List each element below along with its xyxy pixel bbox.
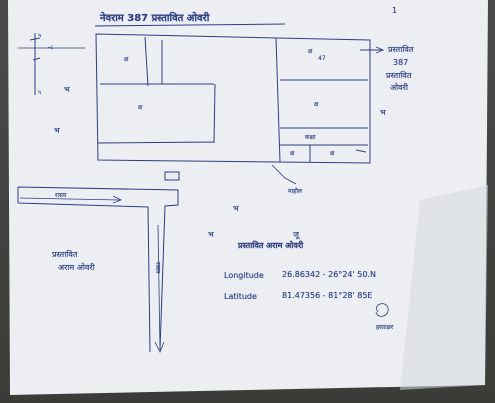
longitude-label: Longitude xyxy=(224,271,264,280)
compound-mark-1: भ xyxy=(64,85,70,94)
center-midline: प्रस्तावित अराम ओवरी xyxy=(238,241,304,250)
main-plot-outline xyxy=(95,33,371,164)
pointer-line xyxy=(271,164,297,185)
left-edge-mark-3: ५ xyxy=(38,89,42,96)
right-mid-label: क्ष xyxy=(314,101,319,108)
lower-left-text-2: अराम ओवरी xyxy=(58,263,95,272)
right-annotation-3: प्रस्तावित xyxy=(386,71,412,80)
large-room-label: क्ष xyxy=(138,104,143,111)
right-bottom-note: कक्षा xyxy=(305,134,316,141)
sketch-title: नेवराम 387 प्रस्तावित ओवरी xyxy=(100,13,210,24)
left-edge-marker xyxy=(29,33,41,95)
lower-left-text-1: प्रस्तावित xyxy=(52,250,78,259)
road-outline xyxy=(17,186,179,353)
vertical-road-label: रास्ता xyxy=(154,262,161,274)
right-bottom-right-label: क्ष xyxy=(330,150,335,157)
left-edge-mark-2: ५ xyxy=(38,32,42,39)
page-mark: 1 xyxy=(392,6,398,15)
paper-shadow xyxy=(400,185,488,390)
right-arrow xyxy=(360,46,385,54)
longitude-value: 26.86342 - 26°24' 50.N xyxy=(282,270,376,279)
right-section xyxy=(275,37,368,163)
right-top-label: क्ष xyxy=(308,48,313,55)
top-center-label: क्ष xyxy=(124,56,129,63)
signature-text: हस्ताक्षर xyxy=(376,324,394,331)
right-annotation-2: 387 xyxy=(393,58,409,67)
latitude-label: Latitude xyxy=(224,292,257,301)
title-underline xyxy=(94,23,286,27)
upper-rooms xyxy=(97,36,216,144)
center-symbol: जू xyxy=(293,230,299,239)
compound-mark-2: भ xyxy=(54,126,60,135)
right-annotation-1: प्रस्तावित xyxy=(388,45,414,54)
right-upper-sub: 47 xyxy=(318,55,326,62)
left-edge-mark-1: -८ xyxy=(48,44,54,51)
road-arrow-label: रास्ता xyxy=(55,192,67,199)
compound-mark-3: भ xyxy=(380,108,386,117)
right-annotation-4: ओवरी xyxy=(390,83,408,92)
pointer-note: माहौल xyxy=(288,188,302,195)
compound-mark-5: भ xyxy=(208,230,214,239)
paper-sheet xyxy=(8,0,488,395)
right-bottom-left-label: क्ष xyxy=(290,150,295,157)
compound-mark-4: भ xyxy=(233,204,239,213)
signature-scribble xyxy=(375,303,389,317)
gate-marker xyxy=(164,171,180,181)
road-arrow-vertical xyxy=(154,224,165,353)
road-arrow-horizontal xyxy=(19,195,122,204)
latitude-value: 81.47356 - 81°28' 85E xyxy=(282,291,373,300)
